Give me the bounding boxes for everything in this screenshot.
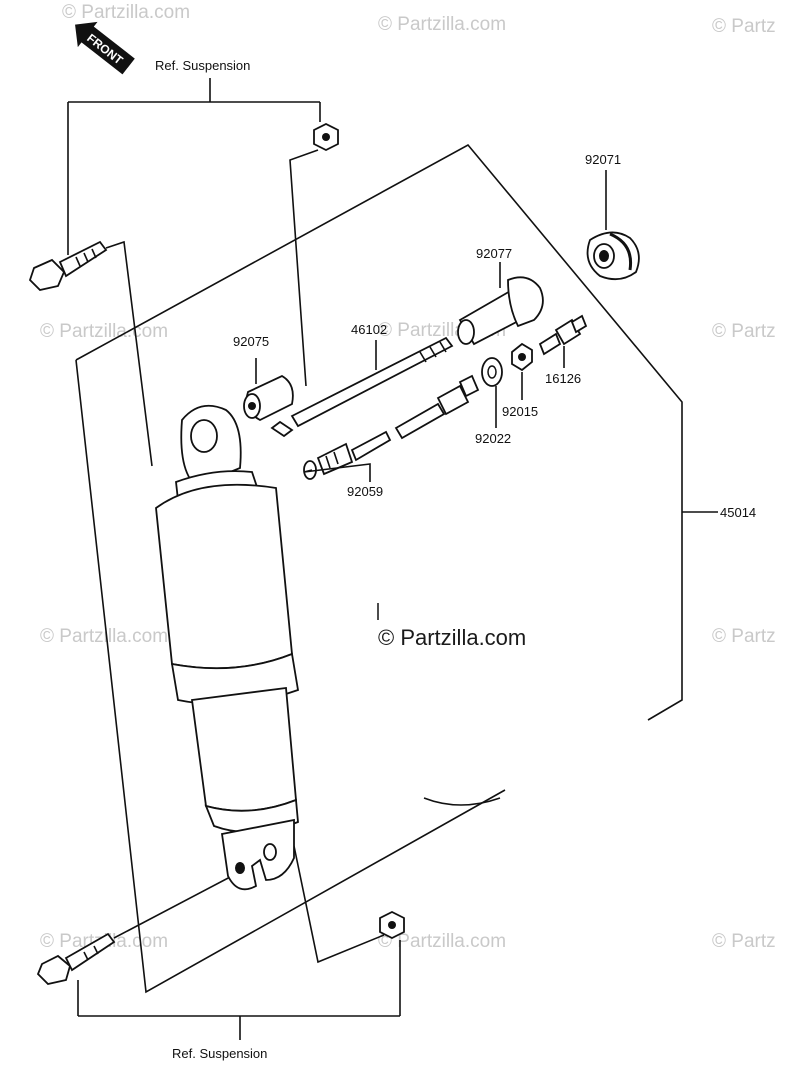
fitting-16126 <box>538 314 588 356</box>
bolt-46102 <box>270 336 454 438</box>
ref-suspension-bottom: Ref. Suspension <box>172 1046 267 1061</box>
watermark: © Partzilla.com <box>378 14 506 35</box>
part-number-92071: 92071 <box>585 152 621 167</box>
ref-bracket-top <box>67 78 321 255</box>
part-number-16126: 16126 <box>545 371 581 386</box>
assembly-frame <box>75 143 718 994</box>
arc-decoration <box>423 797 501 806</box>
watermark: © Partzilla.com <box>40 626 168 647</box>
watermark-center: © Partzilla.com <box>378 625 526 650</box>
part-number-45014: 45014 <box>720 505 756 520</box>
ref-bracket-bottom <box>77 940 401 1040</box>
bolt-92059 <box>303 374 480 480</box>
bushing-92075 <box>243 374 294 422</box>
washer-92022 <box>481 357 503 387</box>
upper-bolt <box>28 240 108 291</box>
grommet-92071 <box>586 231 640 281</box>
leader-line <box>113 875 233 939</box>
leader-line <box>105 240 153 467</box>
watermark: © Partzilla.com <box>62 2 190 23</box>
watermark: © Partzilla.com <box>40 321 168 342</box>
lower-bolt <box>36 932 116 985</box>
part-number-92075: 92075 <box>233 334 269 349</box>
collar-92077 <box>457 276 544 346</box>
part-number-92015: 92015 <box>502 404 538 419</box>
leader-line <box>289 149 319 387</box>
watermark: © Partz <box>712 626 776 647</box>
part-number-92022: 92022 <box>475 431 511 446</box>
watermark: © Partz <box>712 931 776 952</box>
watermark: © Partzilla.com <box>378 931 506 952</box>
part-number-92059: 92059 <box>347 484 383 499</box>
watermark: © Partz <box>712 16 776 37</box>
part-number-92077: 92077 <box>476 246 512 261</box>
shock-absorber <box>155 404 300 891</box>
part-number-46102: 46102 <box>351 322 387 337</box>
leader-line <box>303 463 371 482</box>
watermark: © Partz <box>712 321 776 342</box>
leader-line <box>293 845 385 964</box>
nut-92015 <box>511 342 533 372</box>
upper-nut <box>313 122 339 152</box>
lower-nut <box>379 910 405 940</box>
ref-suspension-top: Ref. Suspension <box>155 58 250 73</box>
watermarks: © Partzilla.com © Partzilla.com © Partz … <box>40 2 776 952</box>
